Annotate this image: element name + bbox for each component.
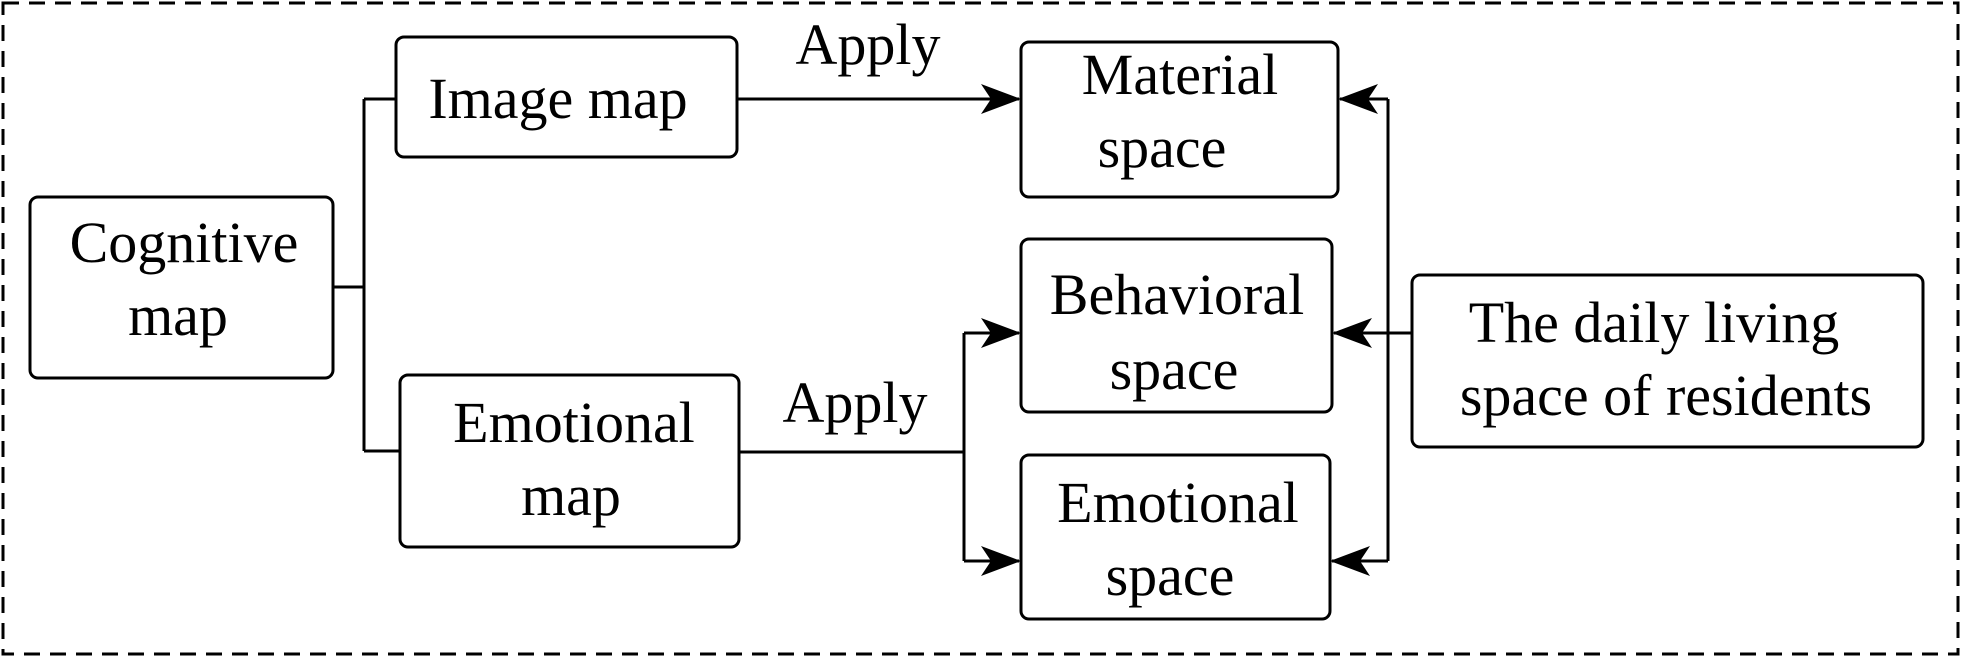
behavioral-space-line-1: Behavioral	[1050, 262, 1304, 327]
node-behavioral-space: Behavioral space	[1019, 237, 1334, 414]
node-emotional-space: Emotional space	[1019, 453, 1332, 621]
node-daily-living-space: The daily living space of residents	[1410, 273, 1925, 449]
node-emotional-map: Emotional map	[398, 373, 741, 549]
node-cognitive-map: Cognitive map	[28, 195, 335, 380]
connector-cognitive-branch	[333, 97, 400, 453]
image-map-label: Image map	[428, 66, 687, 131]
emotional-map-line-2: map	[521, 463, 621, 528]
material-space-line-2: space	[1098, 115, 1227, 180]
node-image-map: Image map	[394, 35, 739, 159]
node-material-space: Material space	[1019, 40, 1340, 199]
cognitive-map-line-1: Cognitive	[70, 210, 299, 275]
connector-emotional-branch	[739, 333, 966, 561]
apply-label-bottom: Apply	[783, 370, 928, 435]
behavioral-space-line-2: space	[1110, 337, 1239, 402]
daily-living-space-line-1: The daily living	[1469, 290, 1840, 355]
daily-living-space-line-2: space of residents	[1460, 363, 1872, 428]
emotional-space-line-2: space	[1106, 543, 1235, 608]
emotional-space-line-1: Emotional	[1057, 470, 1299, 535]
material-space-line-1: Material	[1082, 42, 1278, 107]
emotional-map-line-1: Emotional	[453, 390, 695, 455]
cognitive-map-line-2: map	[128, 283, 228, 348]
apply-label-top: Apply	[796, 12, 941, 77]
connector-daily-living-branch	[1386, 99, 1412, 561]
